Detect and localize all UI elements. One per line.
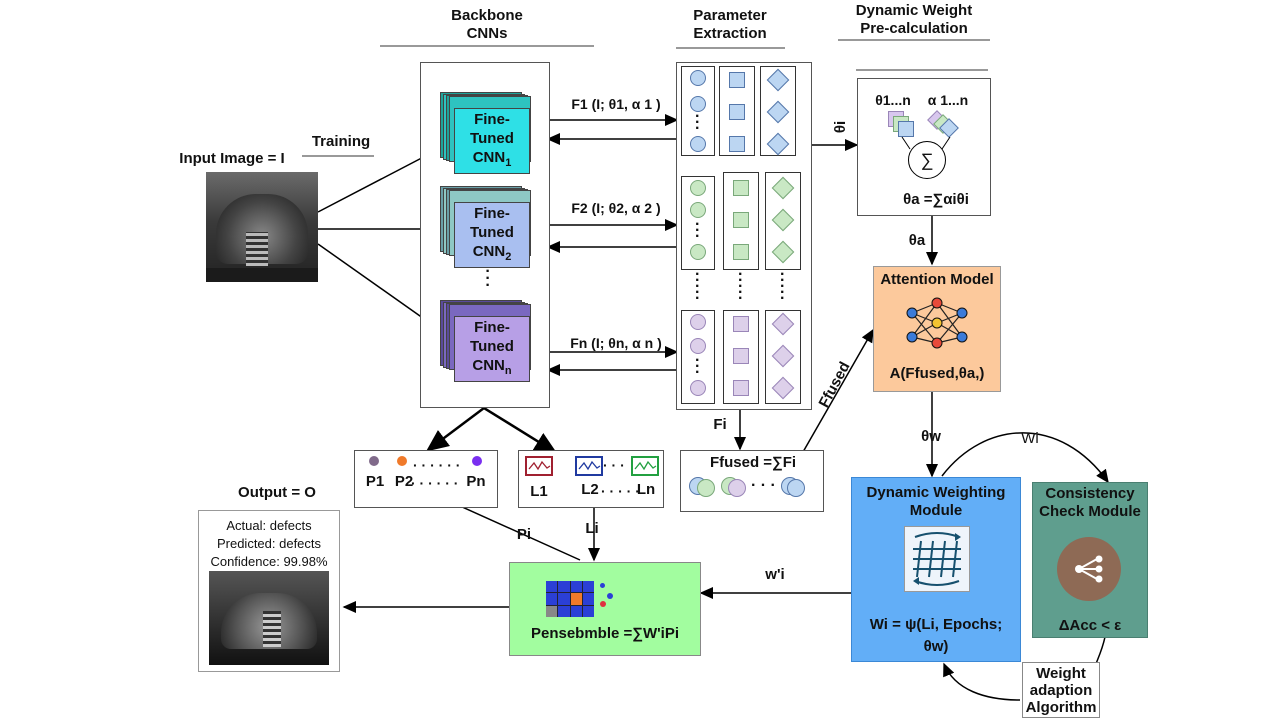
backbone-header-line1: Backbone (451, 7, 523, 24)
share-node-icon (1057, 537, 1121, 601)
output-title: Output = O (238, 484, 316, 501)
pred-p2: P2 (394, 473, 414, 490)
pred-pn: Pn (466, 473, 486, 490)
ensemble-box: Pensebmble =∑W'iPi (509, 562, 701, 656)
theta-w-label: θw (921, 428, 941, 445)
backbone-header-line2: CNNs (466, 25, 508, 42)
cnn-2-line3: CNN2 (472, 242, 512, 263)
cnn-2-line1: Fine- (474, 204, 510, 222)
ensemble-formula: Pensebmble =∑W'iPi (530, 625, 680, 642)
grid-refresh-icon (904, 526, 970, 592)
cnn-n-line1: Fine- (474, 318, 510, 336)
loss-2-icon (575, 456, 603, 476)
dynamic-weight-header: Dynamic Weight Pre-calculation (838, 2, 990, 38)
dynamic-weighting-module: Dynamic Weighting Module Wi = ψ(Li, Epoc… (851, 477, 1021, 662)
cnn-1-line2: Tuned (470, 129, 514, 147)
alpha-1n-label: α 1...n (927, 92, 969, 108)
dw-title-line1: Dynamic Weighting (866, 484, 1006, 501)
consistency-check-module: Consistency Check Module ΔAcc < ε (1032, 482, 1148, 638)
sum-circle: ∑ (908, 141, 946, 179)
loss-dots-top: · · · (603, 457, 625, 473)
cnn-1-line1: Fine- (474, 110, 510, 128)
parameter-header-line2: Extraction (693, 25, 767, 42)
feature-f1-label: F1 (I; θ1, α 1 ) (571, 96, 661, 112)
loss-n-icon (631, 456, 659, 476)
theta-a-formula: θa =∑αiθi (903, 191, 969, 208)
output-confidence: Confidence: 99.98% (210, 554, 328, 569)
cnn-2-stack: Fine- Tuned CNN2 (440, 186, 531, 268)
wa-line3: Algorithm (1025, 699, 1097, 716)
neural-network-icon (906, 297, 968, 349)
loss-l1: L1 (530, 483, 548, 500)
pi-label: Pi (516, 526, 532, 543)
weight-adaption-doc: Weight adaption Algorithm (1022, 662, 1100, 718)
pred-dots-top: · · · · · · (413, 457, 461, 473)
cnn-ellipsis: ··· (485, 263, 491, 294)
input-image (206, 172, 318, 282)
pred-dots-bottom: · · · · · · (411, 475, 459, 491)
dw-formula-line1: Wi = ψ(Li, Epochs; (869, 616, 1003, 633)
output-predicted: Predicted: defects (216, 536, 322, 551)
feature-fn-label: Fn (I; θn, α n ) (570, 335, 662, 351)
wi-label: Wi (1021, 430, 1039, 447)
cc-title-line2: Check Module (1039, 503, 1141, 520)
loss-1-icon (525, 456, 553, 476)
precalc-box: θ1...n α 1...n ∑ θa =∑αiθi (857, 78, 991, 216)
output-image (209, 571, 329, 665)
ensemble-grid-icon (546, 581, 594, 617)
cc-title-line1: Consistency (1045, 485, 1135, 502)
parameter-header: Parameter Extraction (662, 7, 798, 43)
dynamic-header-line2: Pre-calculation (860, 20, 968, 37)
output-box: Actual: defects Predicted: defects Confi… (198, 510, 340, 672)
li-label: Li (585, 520, 599, 537)
backbone-header: Backbone CNNs (380, 7, 594, 43)
theta-a-label: θa (908, 232, 926, 249)
attention-title: Attention Model (880, 271, 994, 288)
losses-box: · · · L1 L2 · · · · · Ln (518, 450, 664, 508)
training-label: Training (311, 133, 371, 150)
cnn-n-card: Fine- Tuned CNNn (454, 316, 530, 382)
dynamic-weighting-title: Dynamic Weighting Module (852, 484, 1020, 520)
theta-i-label: θi (832, 120, 849, 134)
cnn-2-line2: Tuned (470, 223, 514, 241)
fused-formula: Ffused =∑Fi (709, 454, 797, 471)
loss-ln: Ln (636, 481, 656, 498)
wa-line2: adaption (1029, 682, 1093, 699)
dynamic-header-line1: Dynamic Weight (855, 2, 973, 19)
fused-box: Ffused =∑Fi · · · · (680, 450, 824, 512)
loss-l2: L2 (581, 481, 599, 498)
attention-formula: A(Ffused,θa,) (889, 365, 985, 382)
cnn-1-stack: Fine- Tuned CNN1 (440, 92, 531, 174)
cnn-n-stack: Fine- Tuned CNNn (440, 300, 531, 382)
consistency-formula: ΔAcc < ε (1058, 617, 1122, 634)
cnn-2-card: Fine- Tuned CNN2 (454, 202, 530, 268)
consistency-title: Consistency Check Module (1033, 485, 1147, 521)
parameter-header-line1: Parameter (693, 7, 767, 24)
loss-dots-bottom: · · · · · (601, 483, 640, 499)
predictions-box: · · · · · · P1 P2 · · · · · · Pn (354, 450, 498, 508)
feature-f2-label: F2 (I; θ2, α 2 ) (571, 200, 661, 216)
theta-1n-label: θ1...n (875, 92, 911, 108)
output-actual: Actual: defects (226, 518, 312, 533)
cnn-1-line3: CNN1 (472, 148, 512, 169)
pred-p1: P1 (365, 473, 385, 490)
cnn-n-line2: Tuned (470, 337, 514, 355)
cnn-1-card: Fine- Tuned CNN1 (454, 108, 530, 174)
dw-title-line2: Module (909, 502, 963, 519)
wa-line1: Weight (1036, 665, 1086, 682)
attention-model-box: Attention Model A(Ffused,θa,) (873, 266, 1001, 392)
input-image-title: Input Image = I (179, 150, 285, 167)
cnn-n-line3: CNNn (472, 356, 512, 377)
w-prime-label: w'i (765, 566, 785, 583)
fi-label: Fi (713, 416, 727, 433)
dw-formula-line2: θw) (923, 638, 949, 655)
weight-adaption-label: Weight adaption Algorithm (1023, 665, 1099, 716)
